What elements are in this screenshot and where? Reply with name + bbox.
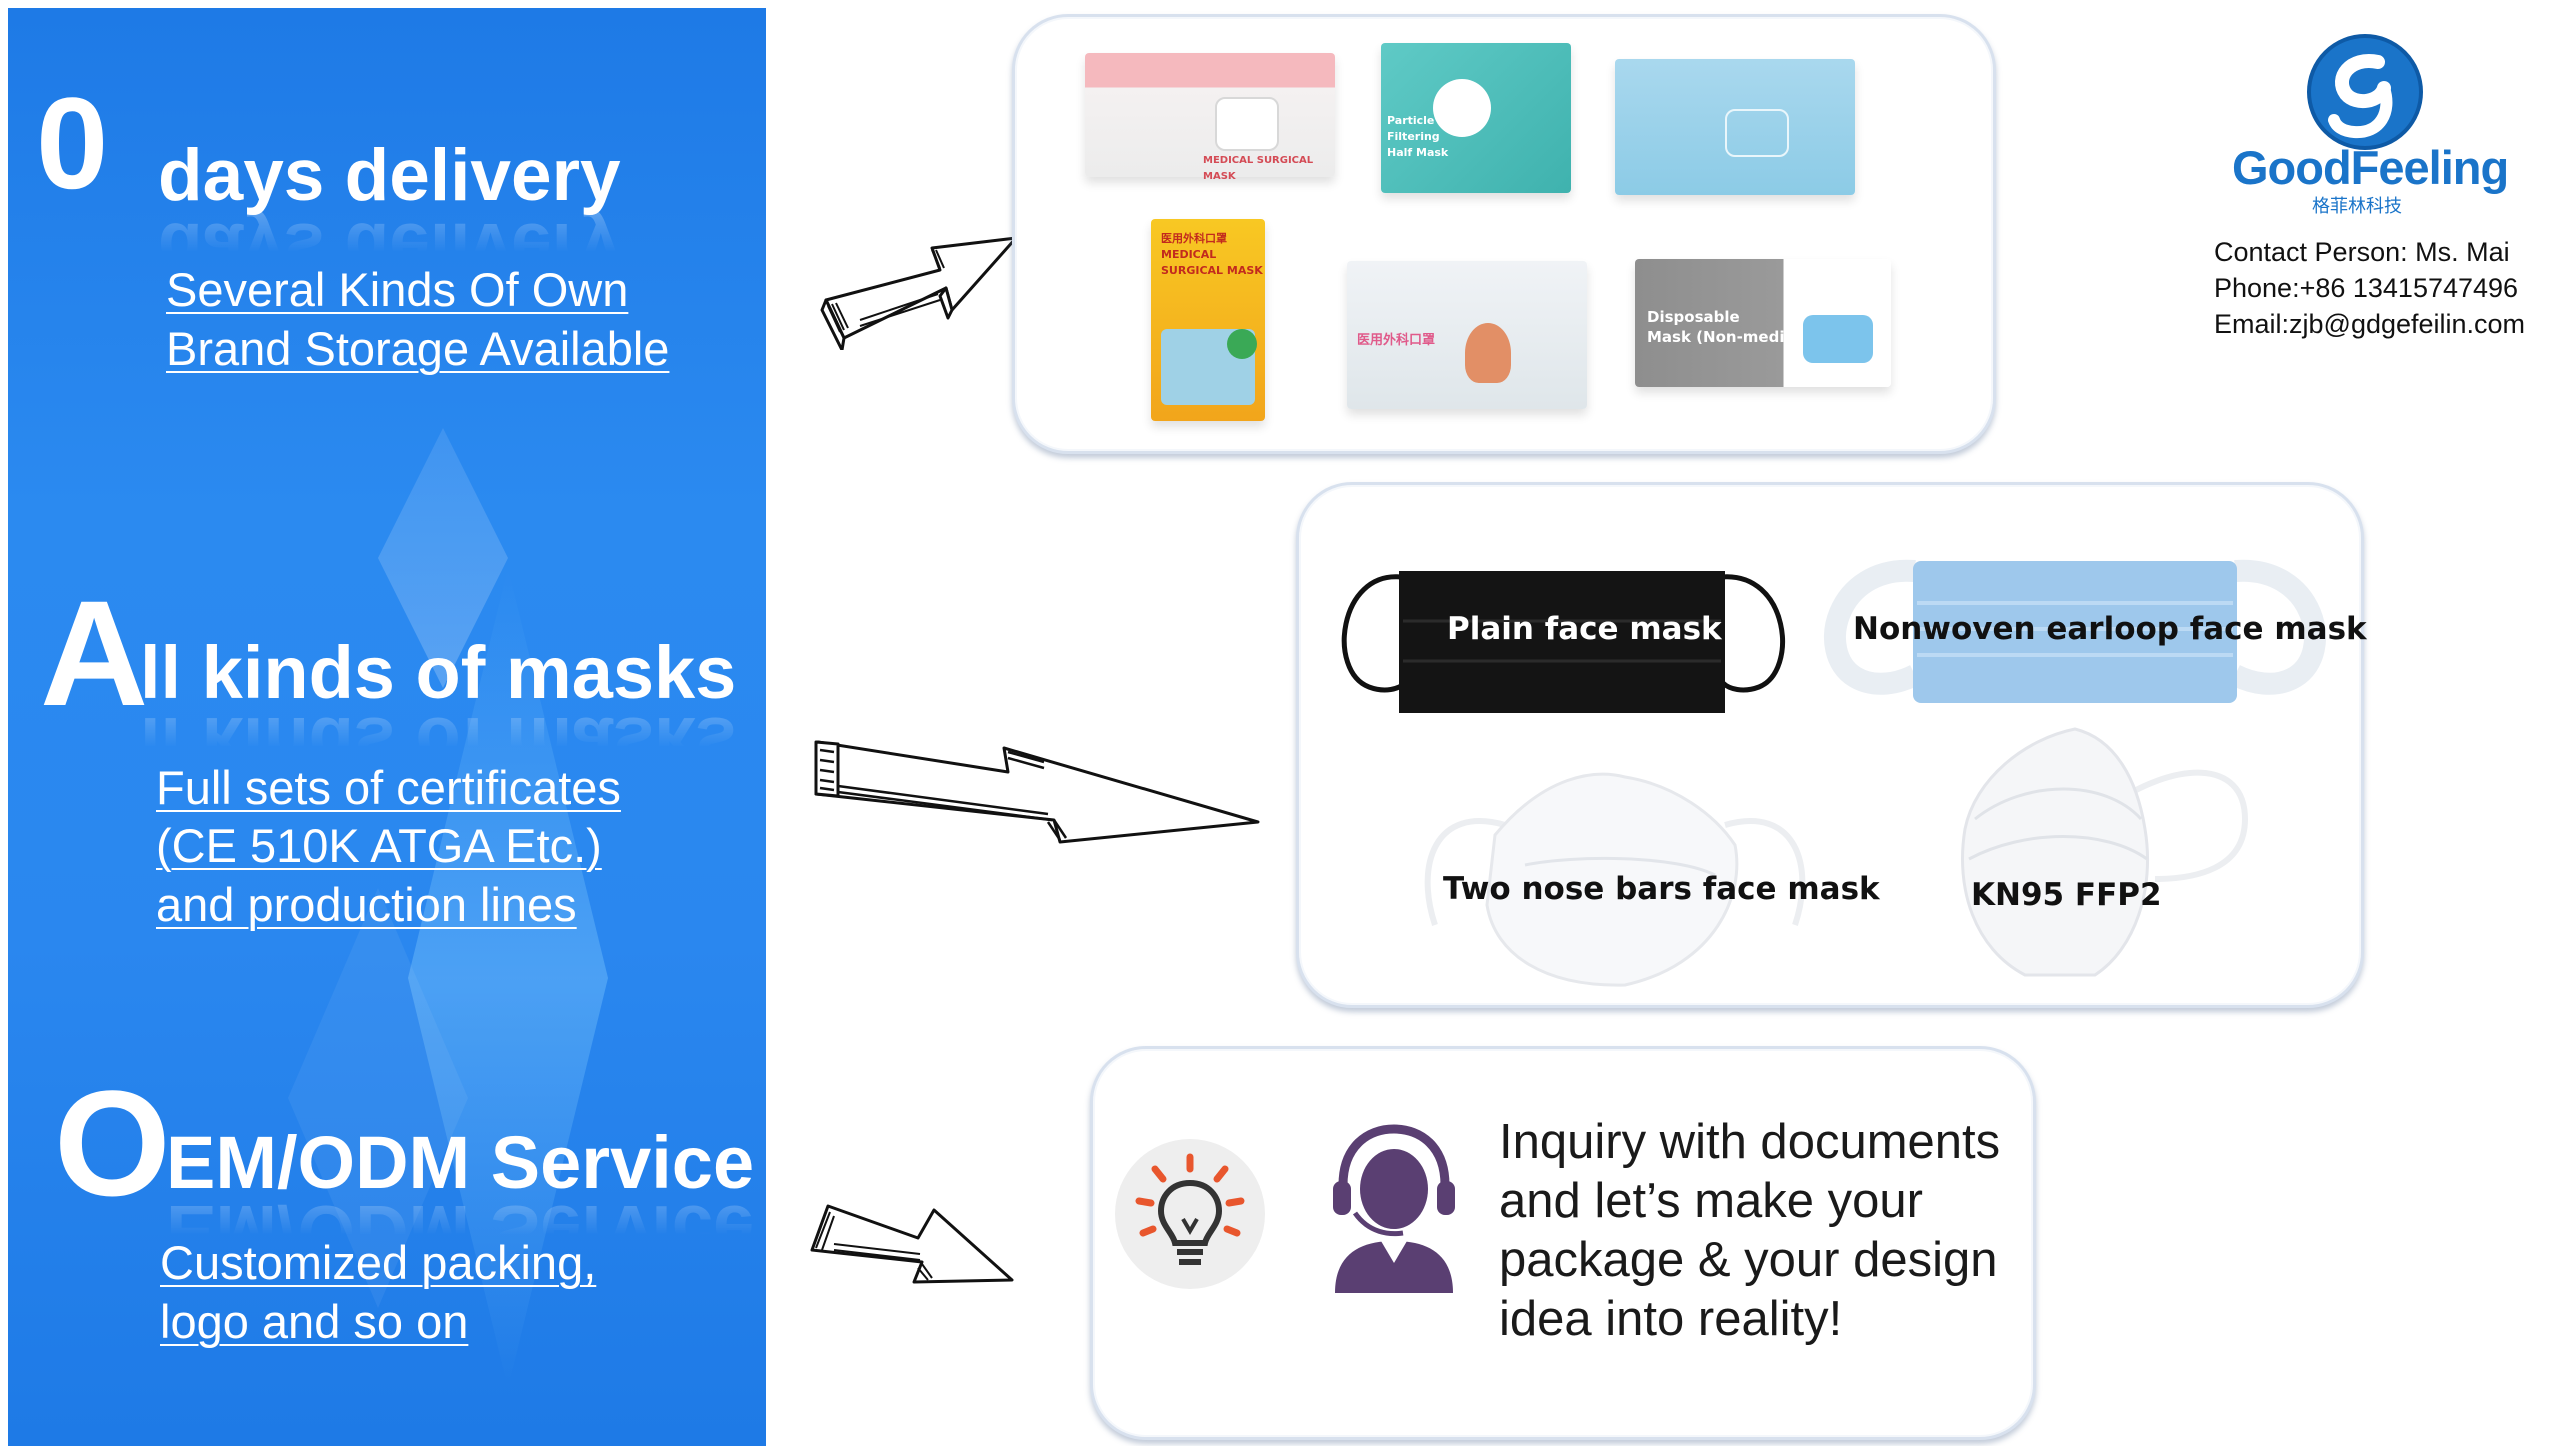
mask-illustration [1803, 315, 1873, 363]
subtitle-line: Several Kinds Of Own [166, 263, 629, 316]
pink-box: MEDICAL SURGICAL MASK [1085, 53, 1335, 182]
brand-chinese-name: 格菲林科技 [2312, 196, 2402, 217]
subtitle-line: Brand Storage Available [166, 322, 670, 375]
promo-banner: 0 days delivery days delivery Several Ki… [8, 8, 766, 1446]
box-label: MEDICAL SURGICAL MASK [1203, 155, 1314, 182]
mask-illustration [1725, 109, 1789, 157]
headline-big-letter: 0 [36, 70, 109, 216]
contact-phone: Phone:+86 13415747496 [2214, 273, 2519, 303]
mask-illustration [1215, 97, 1279, 151]
kids-box: 医用外科口罩 [1347, 261, 1587, 409]
inquiry-line: package & your design [1499, 1233, 1998, 1287]
headline-days-delivery: days delivery [158, 135, 621, 216]
inquiry-line: Inquiry with documents [1499, 1115, 2001, 1169]
lightbulb-icon [1115, 1139, 1265, 1289]
black-mask-image [1341, 571, 1785, 713]
light-blue-box [1615, 59, 1855, 195]
subtitle-line: logo and so on [160, 1295, 469, 1348]
kn95-mask-image [1961, 727, 2249, 977]
mask-label-nonwoven: Nonwoven earloop face mask [1853, 611, 2367, 647]
box-label: 医用外科口罩 MEDICAL SURGICAL MASK [1161, 232, 1263, 277]
goodfeeling-logo-icon [2307, 34, 2423, 150]
subtitle-line: Customized packing, [160, 1236, 597, 1289]
subtitle-line: (CE 510K ATGA Etc.) [156, 819, 602, 872]
box-label: Particle Filtering Half Mask [1387, 114, 1449, 159]
arrow-right-icon [810, 1204, 1014, 1284]
mask-illustration [1433, 79, 1491, 137]
yellow-pack: 医用外科口罩 MEDICAL SURGICAL MASK [1151, 219, 1265, 421]
box-label: Disposable Mask (Non-medical) [1647, 308, 1816, 346]
inquiry-line: idea into reality! [1499, 1292, 1843, 1346]
mask-label-plain: Plain face mask [1447, 611, 1722, 647]
badge-95 [1227, 329, 1257, 359]
box-label: 医用外科口罩 [1357, 333, 1436, 348]
mask-label-kn95: KN95 FFP2 [1971, 877, 2162, 913]
packaging-card: MEDICAL SURGICAL MASK Particle Filtering… [1012, 14, 1996, 454]
inquiry-line: and let’s make your [1499, 1174, 1923, 1228]
subtitle-line: Full sets of certificates [156, 761, 621, 814]
arrow-right-icon [820, 236, 1018, 350]
white-mask-image [1424, 772, 1806, 987]
support-agent-icon [1333, 1124, 1455, 1293]
brand-name: GoodFeeling [2232, 141, 2509, 194]
contact-email[interactable]: Email:zjb@gdgefeilin.com [2214, 309, 2526, 339]
headline-oem-odm: EM/ODM Service [166, 1121, 755, 1204]
arrow-right-icon [814, 740, 1260, 844]
contact-person: Contact Person: Ms. Mai [2214, 237, 2510, 267]
subtitle-line: and production lines [156, 878, 577, 931]
mask-types-card: Plain face mask Nonwoven earloop face ma… [1296, 482, 2367, 1008]
kid-illustration [1465, 323, 1511, 383]
headline-big-letter: O [54, 1059, 171, 1227]
teal-box: Particle Filtering Half Mask [1381, 43, 1571, 193]
mask-label-two-nose-bars: Two nose bars face mask [1443, 871, 1880, 907]
headline-big-letter: A [40, 569, 149, 737]
inquiry-card: Inquiry with documents and let’s make yo… [1090, 1046, 2036, 1440]
headline-all-kinds: ll kinds of masks [140, 631, 737, 714]
grey-box: Disposable Mask (Non-medical) [1635, 259, 1891, 387]
blue-mask-image [1824, 559, 2326, 703]
inquiry-text: Inquiry with documents and let’s make yo… [1499, 1113, 2000, 1349]
